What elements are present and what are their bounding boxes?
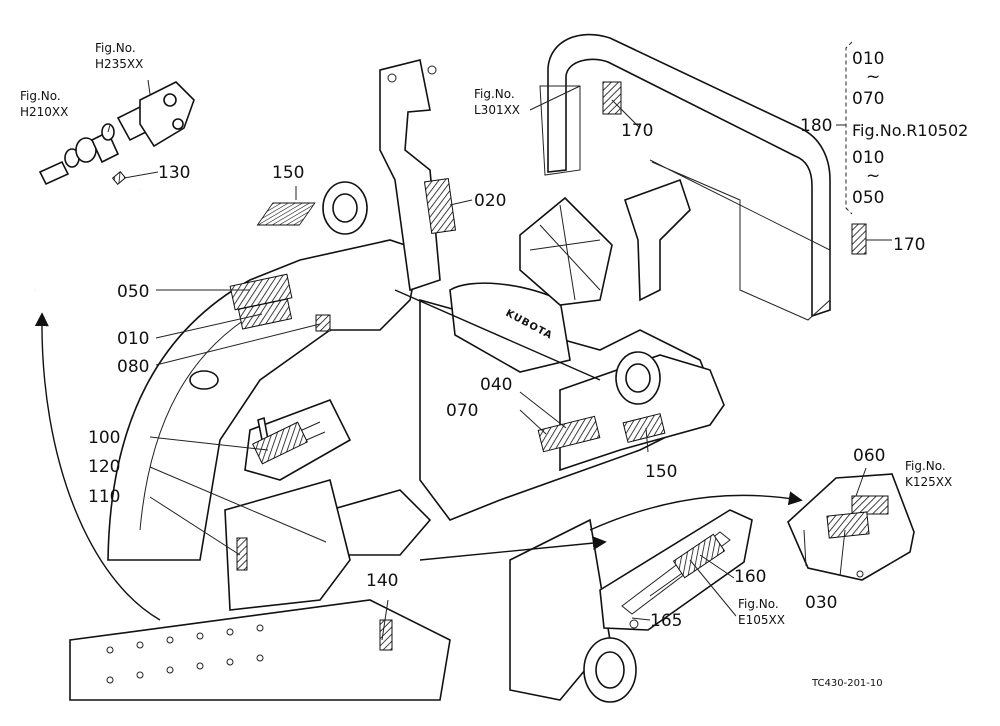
range-group-180: 010 ~ 070 Fig.No.R10502 010 ~ 050 [852,49,968,208]
tractor-body: KUBOTA [69,59,725,703]
straight-arrow-step [419,536,607,561]
svg-text:070: 070 [852,89,884,109]
right-reflector [615,351,661,405]
callout-040: 040 [480,375,512,395]
callout-120: 120 [88,457,120,477]
svg-text:~: ~ [866,166,880,186]
callout-050: 050 [117,282,149,302]
callout-170-top: 170 [621,121,653,141]
fig-ref-k125: Fig.No. K125XX [905,459,952,489]
decals [229,81,889,651]
svg-text:K125XX: K125XX [905,475,952,489]
fig-ref-l301: Fig.No. L301XX [474,87,520,117]
callout-165: 165 [650,611,682,631]
callout-180: 180 [800,116,832,136]
rops-frame [539,33,831,321]
fig-ref-e105: Fig.No. E105XX [738,597,785,627]
leader-lines [107,41,892,641]
callout-130: 130 [158,163,190,183]
callout-140: 140 [366,571,398,591]
svg-text:Fig.No.R10502: Fig.No.R10502 [852,121,968,140]
svg-text:~: ~ [866,67,880,87]
svg-text:050: 050 [852,188,884,208]
svg-text:Fig.No.: Fig.No. [95,41,136,55]
callout-020: 020 [474,191,506,211]
left-reflector [322,181,368,235]
callout-170-right: 170 [893,235,925,255]
svg-text:Fig.No.: Fig.No. [905,459,946,473]
svg-text:Fig.No.: Fig.No. [20,89,61,103]
callout-150-top: 150 [272,163,304,183]
callout-160: 160 [734,567,766,587]
svg-text:010: 010 [852,49,884,69]
callout-080: 080 [117,357,149,377]
callout-100: 100 [88,428,120,448]
curved-arrow [34,312,161,621]
curved-arrow-cover [589,491,803,531]
fig-ref-h235: Fig.No. H235XX [95,41,143,71]
callout-070: 070 [446,401,478,421]
callout-030: 030 [805,593,837,613]
hydraulic-hose-assembly [33,81,195,291]
drawing-code: TC430-201-10 [811,678,883,689]
svg-text:Fig.No.: Fig.No. [738,597,779,611]
callout-060: 060 [853,446,885,466]
callout-110: 110 [88,487,120,507]
callout-150-bottom: 150 [645,462,677,482]
svg-text:E105XX: E105XX [738,613,785,627]
fig-ref-h210: Fig.No. H210XX [20,89,68,119]
svg-text:H210XX: H210XX [20,105,68,119]
svg-text:Fig.No.: Fig.No. [474,87,515,101]
svg-text:H235XX: H235XX [95,57,143,71]
callout-010: 010 [117,329,149,349]
svg-text:010: 010 [852,148,884,168]
svg-text:L301XX: L301XX [474,103,520,117]
